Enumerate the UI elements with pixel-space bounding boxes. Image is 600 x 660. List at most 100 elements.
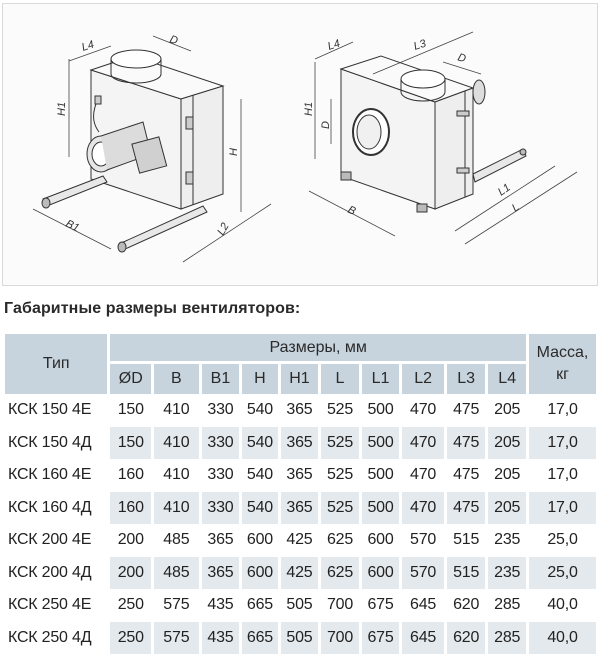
cell-H1: 365 [286, 401, 313, 419]
cell-mass: 17,0 [528, 491, 596, 524]
cell-D: 150 [117, 401, 144, 419]
header-col-D: ØD [110, 364, 152, 394]
cell-L2: 470 [410, 466, 437, 484]
cell-L: 525 [321, 426, 359, 459]
cell-L1: 500 [367, 401, 394, 419]
table-row: КСК 200 4Е 200 485 365 600 425 625 600 5… [5, 524, 596, 557]
cell-B: 575 [154, 621, 199, 654]
cell-D: 250 [110, 621, 152, 654]
header-type: Тип [5, 334, 108, 394]
header-col-L1: L1 [361, 364, 400, 394]
cell-D: 250 [117, 596, 144, 614]
cell-L: 525 [326, 466, 354, 484]
cell-L2: 470 [410, 401, 437, 419]
cell-L1: 675 [361, 621, 400, 654]
cell-L3: 475 [453, 401, 480, 419]
cell-L2: 470 [402, 426, 444, 459]
cell-type: КСК 160 4Д [8, 498, 92, 516]
cell-L4: 235 [488, 556, 526, 589]
cell-H: 540 [246, 466, 273, 484]
cell-L2: 570 [410, 531, 437, 549]
cell-mass: 17,0 [547, 466, 578, 484]
cell-L4: 205 [488, 491, 526, 524]
cell-B: 485 [163, 531, 190, 549]
cell-type: КСК 250 4Е [8, 596, 92, 614]
cell-H: 665 [246, 596, 273, 614]
cell-L2: 570 [402, 556, 444, 589]
cell-type: КСК 250 4Д [8, 628, 92, 646]
cell-L: 700 [321, 621, 359, 654]
cell-B: 485 [154, 556, 199, 589]
header-col-L2: L2 [402, 364, 444, 394]
cell-L4: 205 [488, 426, 526, 459]
cell-H: 540 [246, 401, 273, 419]
cell-type: КСК 150 4Д [8, 433, 92, 451]
cell-L: 525 [326, 401, 354, 419]
cell-H1: 365 [286, 466, 313, 484]
cell-L2: 470 [402, 491, 444, 524]
cell-L: 700 [326, 596, 354, 614]
table-row: КСК 150 4Д 150 410 330 540 365 525 500 4… [5, 426, 596, 459]
cell-L3: 515 [446, 556, 486, 589]
cell-D: 160 [110, 491, 152, 524]
label-D-front: D [320, 121, 332, 129]
cell-B1: 435 [201, 621, 240, 654]
cell-B: 410 [154, 491, 199, 524]
cell-L1: 600 [367, 531, 394, 549]
cell-D: 200 [117, 531, 144, 549]
cell-L: 625 [326, 531, 354, 549]
cell-L4: 285 [494, 596, 521, 614]
label-L2: L2 [215, 221, 232, 238]
cell-H: 540 [242, 491, 278, 524]
cell-mass: 25,0 [528, 556, 596, 589]
cell-L1: 600 [361, 556, 400, 589]
table-row: КСК 250 4Е 250 575 435 665 505 700 675 6… [5, 589, 596, 622]
cell-H: 600 [246, 531, 273, 549]
label-L: L [510, 201, 522, 214]
cell-B: 410 [163, 401, 190, 419]
dimension-drawings: L4 D H1 H B1 L2 [2, 3, 598, 286]
header-col-B1: B1 [201, 364, 240, 394]
table-row: КСК 200 4Д 200 485 365 600 425 625 600 5… [5, 556, 596, 589]
cell-B1: 365 [207, 531, 234, 549]
cell-D: 200 [110, 556, 152, 589]
header-mass: Масса, кг [528, 334, 596, 394]
cell-L1: 675 [367, 596, 394, 614]
cell-H1: 505 [280, 621, 319, 654]
cell-L3: 475 [446, 491, 486, 524]
left-view-drawing: L4 D H1 H B1 L2 [32, 33, 272, 263]
cell-L: 525 [321, 491, 359, 524]
cell-B1: 330 [201, 426, 240, 459]
cell-type: КСК 200 4Е [8, 531, 92, 549]
cell-type: КСК 150 4Е [8, 401, 92, 419]
cell-H1: 505 [286, 596, 313, 614]
dimensions-table: Тип Размеры, мм Масса, кг ØD B B1 H H1 L… [2, 334, 599, 654]
cell-B1: 330 [207, 401, 234, 419]
cell-H1: 365 [280, 426, 319, 459]
cell-type: КСК 200 4Д [8, 563, 92, 581]
section-title: Габаритные размеры вентиляторов: [4, 300, 301, 317]
header-columns-row: ØD B B1 H H1 L L1 L2 L3 L4 [5, 364, 596, 394]
cell-B1: 330 [201, 491, 240, 524]
table-row: КСК 250 4Д 250 575 435 665 505 700 675 6… [5, 621, 596, 654]
cell-mass: 17,0 [528, 426, 596, 459]
label-L4-right: L4 [326, 38, 341, 53]
cell-L4: 235 [494, 531, 521, 549]
label-H1: H1 [56, 102, 68, 116]
cell-B: 410 [154, 426, 199, 459]
fan-isometric-drawings: L4 D H1 H B1 L2 [32, 31, 578, 263]
label-L3: L3 [412, 37, 428, 52]
header-col-H: H [242, 364, 278, 394]
cell-D: 150 [110, 426, 152, 459]
label-L1: L1 [496, 182, 513, 199]
cell-L3: 515 [453, 531, 480, 549]
cell-L3: 475 [446, 426, 486, 459]
cell-H: 600 [242, 556, 278, 589]
cell-L: 625 [321, 556, 359, 589]
cell-H: 665 [242, 621, 278, 654]
cell-L3: 620 [446, 621, 486, 654]
cell-D: 160 [117, 466, 144, 484]
table-row: КСК 150 4Е 150 410 330 540 365 525 500 4… [5, 394, 596, 427]
label-B1: B1 [64, 218, 81, 235]
label-H1-right: H1 [303, 102, 315, 116]
